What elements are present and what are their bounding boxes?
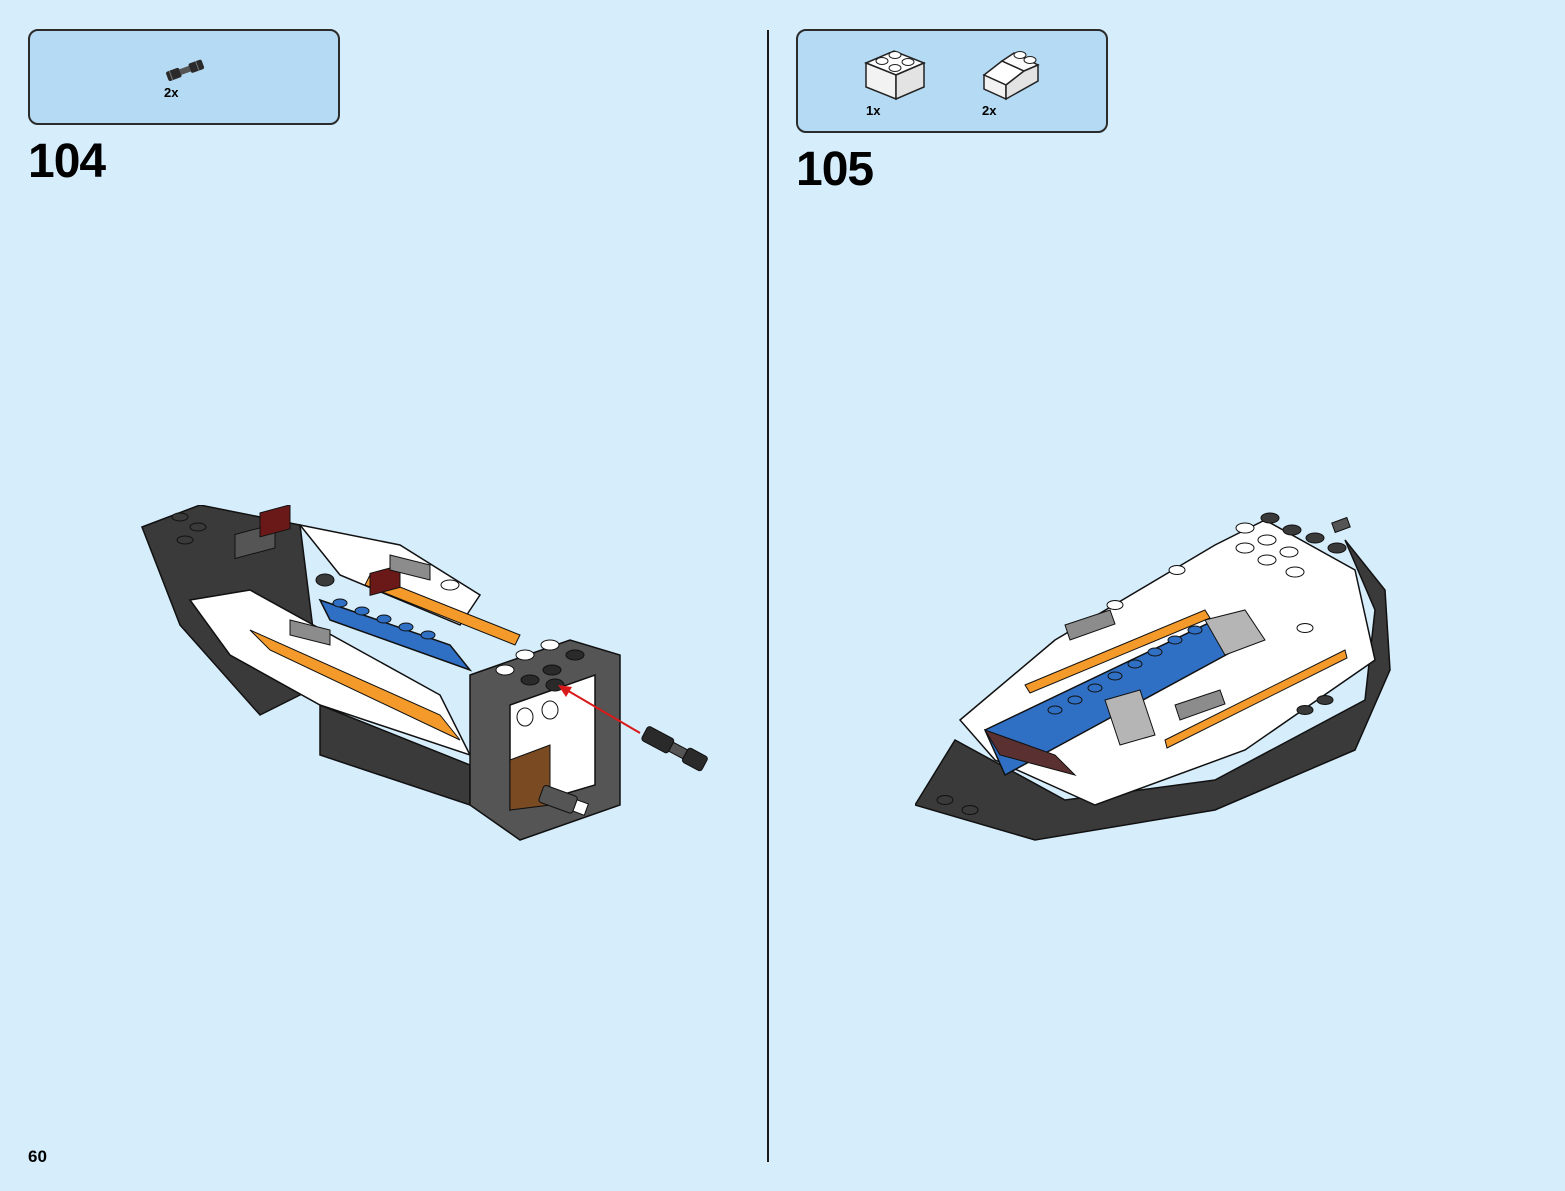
spaceship-model-step-105 <box>915 512 1391 841</box>
part-quantity: 1x <box>866 103 881 118</box>
white-slope-2x2-icon <box>982 51 1040 101</box>
part-quantity: 2x <box>164 85 179 100</box>
step-number: 104 <box>28 135 106 188</box>
parts-callout-step-105: 1x 2x <box>796 29 1108 133</box>
step-number: 105 <box>796 143 874 196</box>
page-number: 60 <box>28 1147 47 1166</box>
page-divider <box>767 30 769 1162</box>
part-quantity: 2x <box>982 103 997 118</box>
axle-pin-icon <box>166 59 205 81</box>
parts-callout-step-104: 2x <box>28 29 340 125</box>
white-brick-2x2-icon <box>864 50 926 101</box>
spaceship-model-step-104 <box>141 505 708 841</box>
